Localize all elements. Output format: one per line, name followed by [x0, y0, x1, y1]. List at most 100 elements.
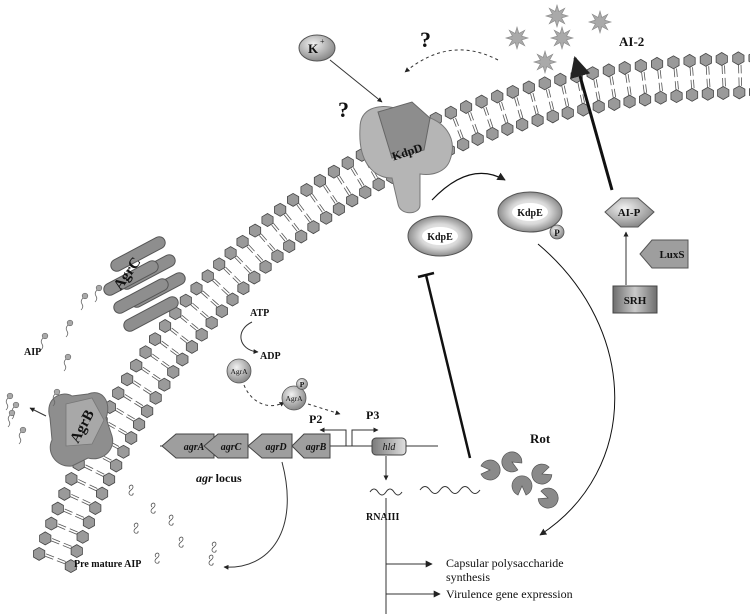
rnaiii-inhibits-kdpe	[424, 274, 472, 459]
lipid-tail	[504, 113, 509, 123]
lipid-tail	[63, 542, 72, 547]
lipid-head	[51, 501, 64, 516]
lipid-head	[699, 52, 712, 67]
rot-protein	[480, 459, 501, 481]
lipid-tail	[673, 68, 676, 78]
lipid-head	[602, 63, 615, 78]
lipid-tail	[657, 70, 660, 79]
lipid-tail	[352, 167, 358, 175]
aip-peptide-tail	[52, 393, 56, 407]
aip-peptide-head	[81, 292, 89, 300]
lipid-tail	[170, 350, 178, 356]
capsular-label-line2: synthesis	[446, 570, 490, 584]
lipid-head	[457, 137, 470, 152]
lipid-head	[215, 304, 228, 319]
lipid-tail	[692, 67, 694, 76]
lipid-tail	[611, 76, 615, 85]
lipid-tail	[82, 499, 91, 504]
lipid-tail	[520, 109, 524, 118]
lipid-tail	[234, 275, 241, 283]
lipid-tail	[283, 214, 290, 222]
lipid-tail	[309, 195, 316, 203]
aip-peptide-head	[66, 319, 74, 327]
kdpe-phosphorylated: KdpE P	[497, 191, 565, 240]
lipid-head	[491, 89, 504, 104]
lipid-tail	[533, 105, 537, 115]
lipid-head	[654, 90, 667, 105]
lipid-tail	[485, 106, 490, 116]
lipid-tail	[343, 187, 349, 196]
agrc-helix	[103, 260, 159, 296]
lipid-tail	[563, 85, 567, 94]
inhibition-bar	[417, 271, 435, 279]
lipid-head	[149, 390, 162, 405]
lipid-tail	[192, 302, 200, 309]
lipid-head	[561, 105, 574, 120]
lipid-tail	[611, 89, 614, 98]
lipid-head	[320, 210, 333, 225]
luxs-label: LuxS	[659, 249, 684, 261]
lipid-tail	[62, 545, 71, 550]
lipid-head	[313, 173, 327, 188]
lipid-head	[148, 332, 162, 347]
lipid-tail	[108, 421, 117, 427]
lipid-head	[608, 97, 621, 111]
lipid-tail	[296, 204, 303, 213]
lipid-tail	[132, 382, 140, 388]
lipid-head	[300, 183, 313, 197]
aip-peptide-tail	[40, 337, 44, 351]
kdpd-protein: KdpD	[359, 101, 453, 214]
lipid-tail	[255, 255, 262, 263]
lipid-head	[213, 257, 226, 272]
lipid-head	[117, 444, 130, 459]
aip-peptide-tail	[63, 358, 67, 372]
lipid-tail	[160, 362, 169, 369]
lipid-head	[103, 472, 116, 487]
lipid-tail	[306, 213, 312, 221]
lipid-head	[372, 177, 385, 192]
agr-locus-suffix: locus	[213, 471, 242, 485]
lipid-head	[516, 117, 529, 132]
lipid-tail	[127, 414, 135, 420]
lipid-tail	[142, 389, 151, 395]
gene-agrD-label: agrD	[265, 442, 286, 453]
srh-substrate: SRH	[612, 285, 658, 314]
lipid-head	[733, 85, 746, 100]
lipid-head	[65, 471, 78, 486]
rot-label: Rot	[530, 431, 551, 446]
lipid-head	[667, 55, 680, 70]
rot-protein	[511, 475, 533, 496]
lipid-head	[717, 86, 730, 100]
premature-aip	[211, 541, 217, 553]
lipid-tail	[189, 324, 197, 331]
lipid-tail	[627, 86, 630, 96]
lipid-tail	[332, 194, 338, 203]
lipid-tail	[641, 72, 644, 81]
lipid-head	[224, 246, 237, 261]
lipid-tail	[674, 81, 677, 90]
rot-protein	[537, 487, 559, 509]
lipid-head	[70, 544, 83, 559]
aip-peptide-tail	[65, 324, 69, 338]
premature-aip	[133, 522, 139, 534]
kdpe-protein: KdpE	[407, 215, 473, 257]
agrc-helix	[113, 278, 169, 314]
ai-p-label: AI-P	[618, 207, 641, 219]
lipid-tail	[532, 92, 536, 102]
lipid-tail	[221, 288, 229, 296]
lipid-tail	[78, 479, 87, 484]
lipid-tail	[181, 315, 189, 322]
lipid-head	[248, 270, 261, 285]
lipid-head	[471, 132, 484, 146]
lipid-tail	[75, 515, 84, 521]
lipid-head	[259, 259, 272, 274]
lipid-head	[531, 113, 544, 128]
lipid-head	[346, 193, 359, 208]
lipid-head	[274, 202, 287, 217]
premature-aip	[208, 554, 214, 566]
lipid-tail	[144, 387, 152, 393]
lipid-tail	[706, 78, 708, 88]
lipid-head	[130, 358, 143, 373]
lipid-tail	[52, 538, 61, 543]
ai2-to-kdpd-dashed-arrow	[404, 49, 499, 73]
